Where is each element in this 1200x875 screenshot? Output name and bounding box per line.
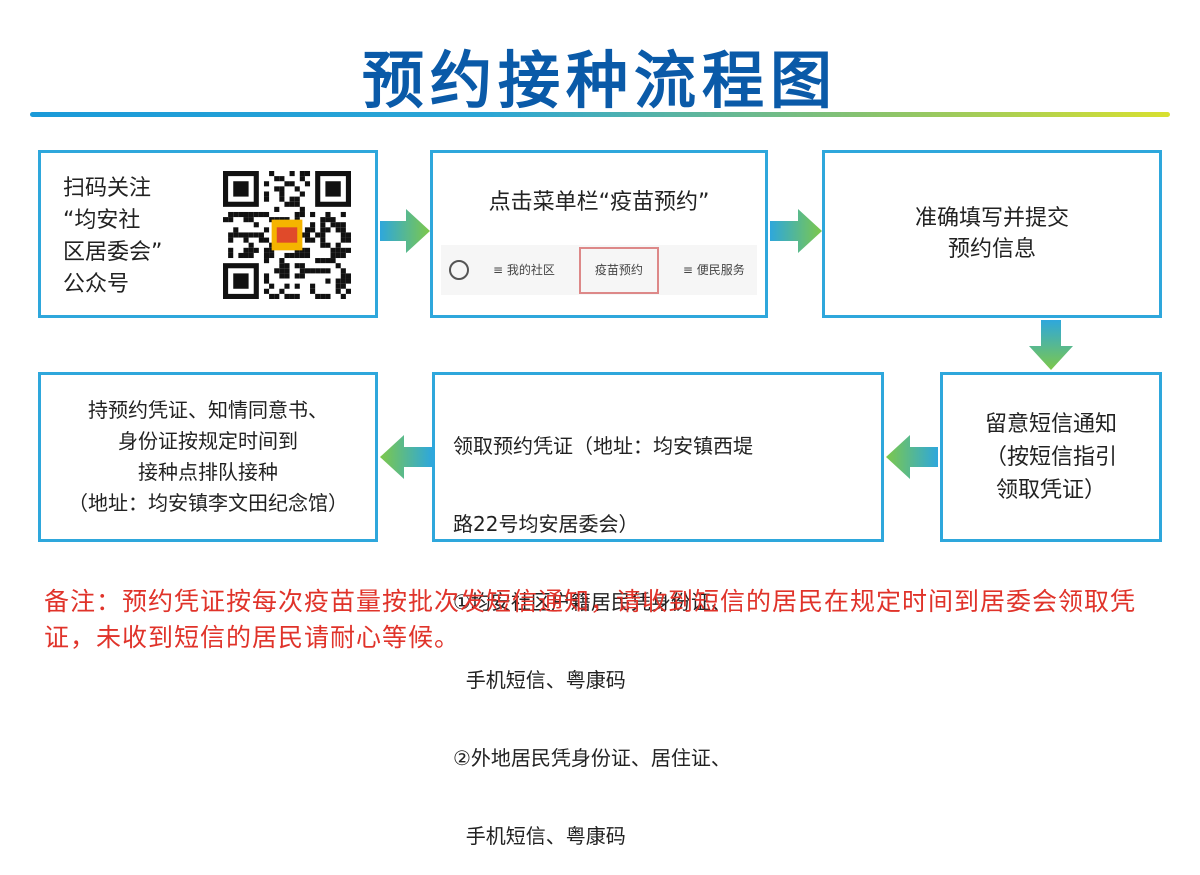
step-5-box: 领取预约凭证（地址：均安镇西堤 路22号均安居委会） ①均安社区户籍居民凭身份证… <box>432 372 884 848</box>
title-divider <box>30 112 1170 117</box>
menu-item-my-community[interactable]: ≡ 我的社区 <box>493 262 555 277</box>
wechat-menu-bar: ≡ 我的社区 疫苗预约 ≡ 便民服务 <box>441 245 757 295</box>
step-2-text: 点击菜单栏“疫苗预约” <box>488 190 710 215</box>
step-1-line: 区居委会” <box>63 240 163 265</box>
step-6-line: （地址：均安镇李文田纪念馆） <box>68 491 348 515</box>
step-5-line: 路22号均安居委会） <box>453 512 639 536</box>
step-1-line: 扫码关注 <box>63 176 152 201</box>
step-4-line: 领取凭证） <box>995 477 1106 503</box>
menu-item-vaccine-booking[interactable]: 疫苗预约 <box>578 246 659 294</box>
step-6-box: 持预约凭证、知情同意书、身份证按规定时间到接种点排队接种 （地址：均安镇李文田纪念… <box>38 372 378 542</box>
step-6-line: 身份证按规定时间到 <box>118 429 298 453</box>
step-4-line: 留意短信通知 <box>984 411 1117 437</box>
arrow-left-icon <box>886 435 938 479</box>
step-5-line: 手机短信、粤康码 <box>453 668 626 692</box>
step-3-box: 准确填写并提交预约信息 <box>822 150 1162 318</box>
step-5-line: ①均安社区户籍居民凭身份证、 <box>453 590 731 614</box>
step-1-box: 扫码关注 “均安社 区居委会” 公众号 <box>38 150 378 318</box>
note-text: 备注：预约凭证按每次疫苗量按批次发短信通知，请收到短信的居民在规定时间到居委会领… <box>44 587 1137 652</box>
menu-item-services[interactable]: ≡ 便民服务 <box>682 262 745 277</box>
page-title: 预约接种流程图 <box>361 44 838 117</box>
step-2-box: 点击菜单栏“疫苗预约” ≡ 我的社区 疫苗预约 ≡ 便民服务 <box>430 150 768 318</box>
step-6-line: 持预约凭证、知情同意书、 <box>88 398 328 422</box>
step-5-line: 领取预约凭证（地址：均安镇西堤 <box>453 434 753 458</box>
step-5-line: 手机短信、粤康码 <box>453 824 626 848</box>
step-6-line: 接种点排队接种 <box>138 460 278 484</box>
arrow-down-icon <box>1029 320 1073 370</box>
step-5-line: ②外地居民凭身份证、居住证、 <box>453 746 731 770</box>
step-4-box: 留意短信通知 （按短信指引领取凭证） <box>940 372 1162 542</box>
arrow-right-icon <box>770 209 822 253</box>
step-3-line: 预约信息 <box>947 237 1036 262</box>
qr-code-icon <box>223 171 351 299</box>
step-3-line: 准确填写并提交 <box>914 206 1069 231</box>
step-4-line: （按短信指引 <box>984 444 1117 470</box>
arrow-right-icon <box>380 209 430 253</box>
step-1-line: 公众号 <box>63 272 130 297</box>
step-1-line: “均安社 <box>63 208 141 233</box>
keyboard-icon <box>449 260 469 280</box>
arrow-left-icon <box>380 435 432 479</box>
